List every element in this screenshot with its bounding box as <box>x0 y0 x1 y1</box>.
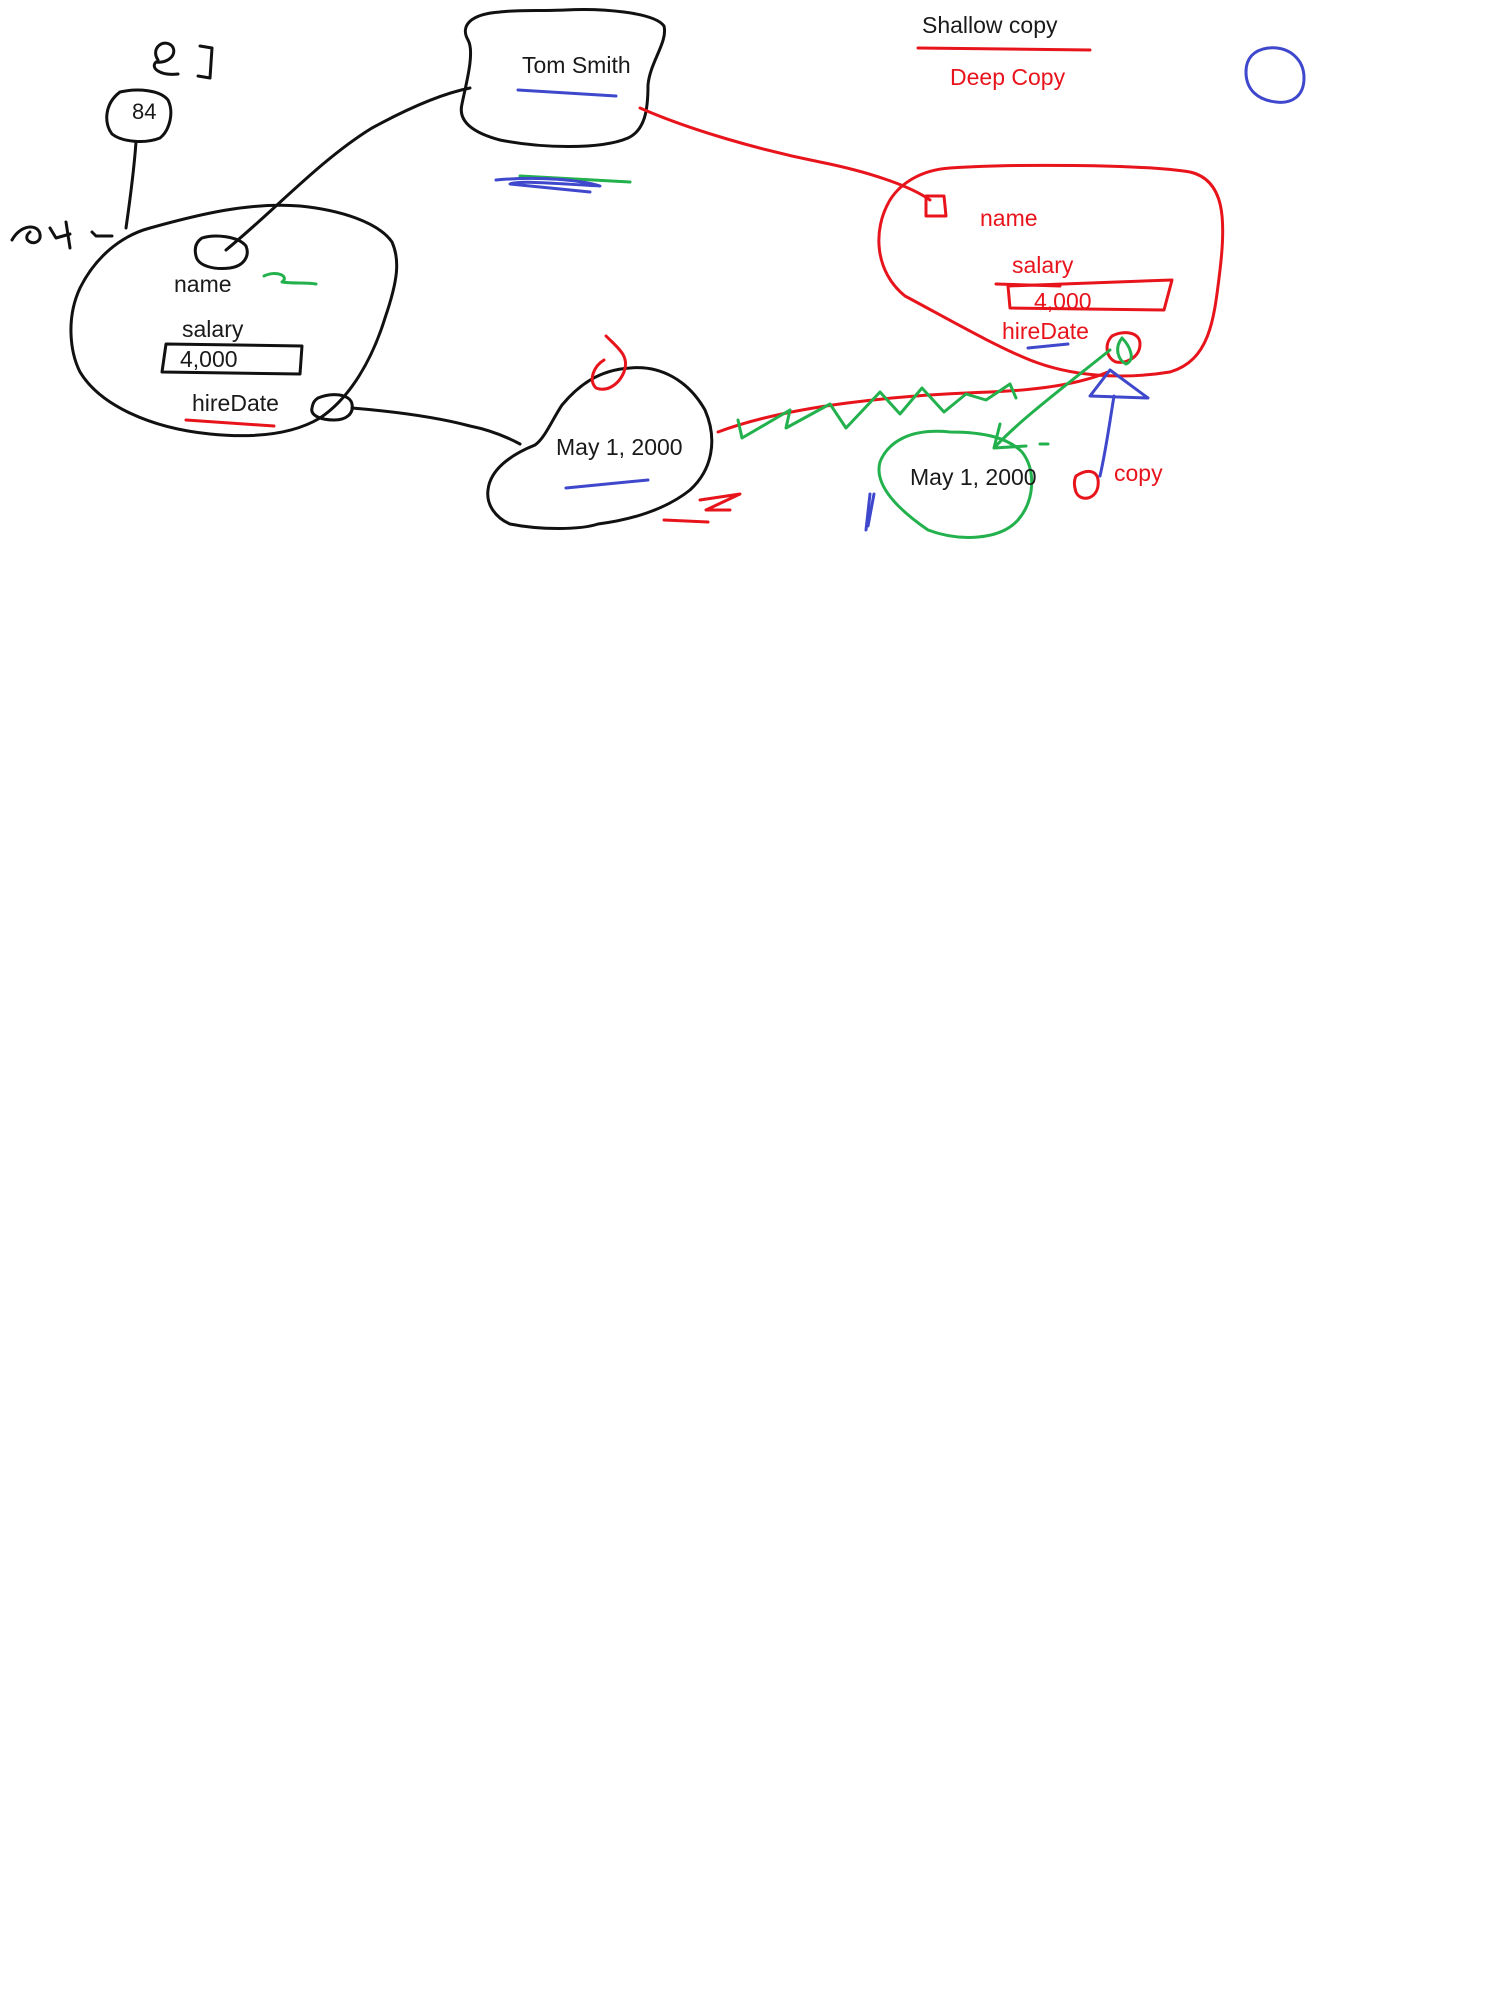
tom-smith-underline <box>516 88 618 98</box>
copied-name-pointer <box>924 194 948 218</box>
deep-copy-date-line <box>716 370 1110 434</box>
green-mark-near-name <box>262 272 318 286</box>
red-scribble-below-date <box>662 492 742 524</box>
shallow-copy-zigzag <box>736 382 1018 440</box>
name-string-value: Tom Smith <box>522 52 631 78</box>
date-copy-arrow <box>992 348 1112 450</box>
tom-smith-scribble <box>494 176 602 194</box>
copied-salary-box <box>1006 278 1174 312</box>
blue-tick-mark <box>864 492 876 532</box>
date-original-outline <box>486 366 714 530</box>
legend-shallow-copy: Shallow copy <box>922 12 1058 38</box>
hire-date-underline <box>184 418 276 428</box>
hire-date-pointer-slot <box>310 393 354 422</box>
copied-hire-date-label: hireDate <box>1002 318 1089 344</box>
original-salary-value: 4,000 <box>180 346 238 372</box>
date-original-underline <box>564 478 650 490</box>
copied-object-outline <box>877 163 1225 378</box>
salary-value-box <box>160 342 304 376</box>
ref-to-object-line <box>124 140 138 230</box>
ref-box-outline <box>105 88 173 143</box>
copied-name-label: name <box>980 205 1038 231</box>
shallow-copy-underline <box>916 46 1092 52</box>
red-mark-scribble <box>590 334 627 391</box>
handwritten-e1-glyph <box>152 41 214 80</box>
handwritten-84-scrawl <box>10 220 114 250</box>
copy-label: copy <box>1114 460 1163 486</box>
copy-pointer-arrow <box>1088 368 1150 478</box>
red-underline-salary <box>994 282 1062 288</box>
name-string-outline <box>459 8 667 148</box>
ref-box-number: 84 <box>132 99 157 124</box>
hire-date-reference-arrow <box>350 406 522 446</box>
original-salary-label: salary <box>182 316 244 342</box>
date-copy-value: May 1, 2000 <box>910 464 1037 490</box>
blue-circle-marker <box>1244 46 1306 104</box>
original-hire-date-label: hireDate <box>192 390 279 416</box>
name-reference-arrow <box>224 86 472 252</box>
copied-salary-label: salary <box>1012 252 1074 278</box>
copy-pointer-scribble <box>1073 469 1100 500</box>
hire-date-copy-underline <box>1026 342 1070 350</box>
deep-copy-name-arrow <box>638 106 932 202</box>
date-original-value: May 1, 2000 <box>556 434 683 460</box>
original-name-label: name <box>174 271 232 297</box>
copied-hire-date-pointer <box>1105 331 1142 364</box>
name-pointer-slot <box>193 234 249 270</box>
legend-deep-copy: Deep Copy <box>950 64 1066 90</box>
copied-salary-value: 4,000 <box>1034 288 1092 314</box>
date-copy-outline <box>877 429 1034 539</box>
green-scribble-hire-date <box>1116 336 1133 366</box>
